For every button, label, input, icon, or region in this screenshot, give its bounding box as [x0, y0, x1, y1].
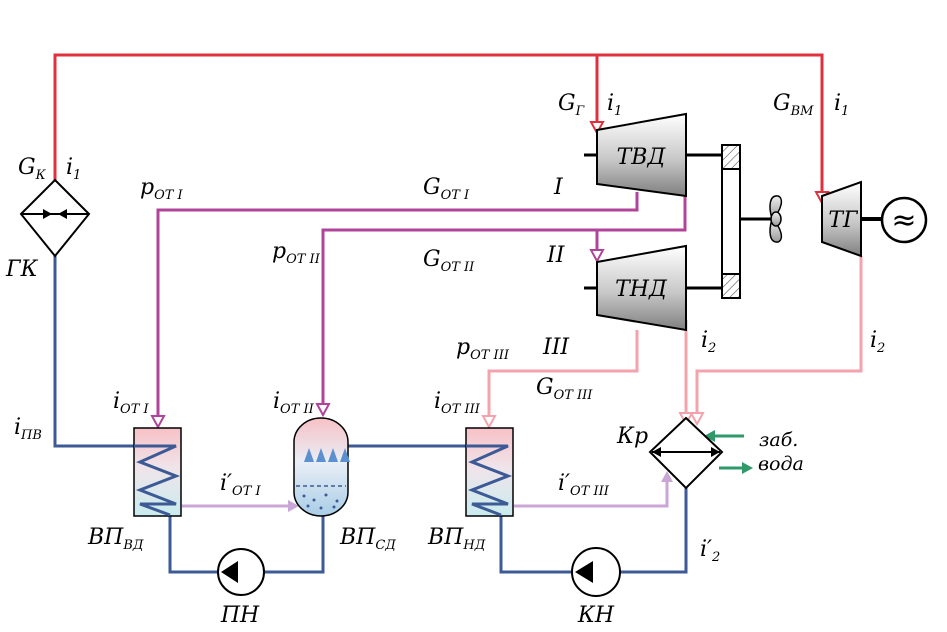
drain-lines: [182, 480, 669, 508]
lp-turbine: [596, 244, 687, 332]
label-hp-enthalpy: i1: [607, 91, 622, 119]
label-gk-enthalpy: i1: [66, 155, 81, 183]
turbogenerator-turbine: [821, 180, 862, 258]
label-vp-nd: ВПНД: [427, 525, 486, 553]
generator-icon: [880, 196, 928, 244]
main-steam-line: [53, 53, 824, 214]
label-vp-sd: ВПСД: [339, 525, 396, 553]
label-kr: Кр: [616, 424, 648, 449]
feed-pump: [217, 548, 265, 596]
condenser-kr: [648, 416, 724, 490]
label-pn: ПН: [220, 603, 260, 628]
label-p-ot1: pОТ I: [140, 175, 184, 203]
label-p-ot2: pОТ II: [272, 239, 321, 267]
label-vp-vd: ВПВД: [87, 525, 144, 553]
label-gk-flow: GК: [18, 155, 47, 183]
extraction-arrow-lp-icon: [589, 249, 605, 264]
label-i-ot2: iОТ II: [273, 389, 315, 417]
extraction-lines: [156, 192, 687, 416]
label-i-ot3: iОТ III: [434, 389, 481, 417]
label-i-pv: iПВ: [14, 415, 42, 443]
label-tnd: ТНД: [615, 277, 668, 302]
condensate-pump: [571, 547, 621, 597]
label-i2-prime: i′2: [700, 537, 720, 565]
label-water-intake: заб.: [759, 429, 798, 451]
propeller-icon: [769, 195, 783, 243]
label-roman-3: III: [542, 335, 570, 360]
label-kn: КН: [577, 603, 615, 628]
label-tvd: ТВД: [617, 145, 667, 170]
label-roman-1: I: [553, 175, 564, 200]
label-i-drain-1: i′ОТ I: [220, 471, 261, 499]
deaerator: [293, 417, 350, 517]
label-vm-flow: GВМ: [773, 91, 814, 119]
label-i-drain-3: i′ОТ III: [558, 471, 610, 499]
label-vm-enthalpy: i1: [834, 91, 849, 119]
flywheel-hatch-top: [721, 144, 741, 170]
extraction-arrow-2-icon: [315, 403, 331, 418]
label-g-ot3: GОТ III: [536, 375, 593, 403]
label-p-ot3: pОТ III: [456, 335, 510, 363]
drain-arrow-1-icon: [288, 500, 299, 512]
label-gk: ГК: [5, 257, 39, 282]
label-g-ot1: GОТ I: [423, 175, 470, 203]
steam-arrow-hp-icon: [589, 121, 605, 136]
extraction-arrow-1-icon: [150, 415, 166, 430]
label-hp-flow: GГ: [558, 91, 585, 119]
exhaust-arrow-tg-icon: [689, 412, 705, 427]
main-condenser: [19, 178, 91, 258]
feedwater-lines: [53, 256, 688, 574]
label-g-ot2: GОТ II: [423, 247, 475, 275]
hp-heater: [133, 427, 182, 517]
extraction-arrow-3-icon: [481, 415, 497, 430]
hp-turbine: [596, 112, 687, 198]
exhaust-lines: [487, 256, 863, 416]
label-tg: ТГ: [828, 208, 859, 233]
drain-arrow-3-icon: [661, 471, 673, 482]
label-i-ot1: iОТ I: [113, 389, 150, 417]
generator-symbol: ≈: [891, 203, 916, 238]
label-roman-2: II: [546, 243, 566, 268]
label-water: вода: [758, 453, 804, 475]
lp-heater: [465, 427, 514, 517]
flywheel-hatch-bottom: [721, 273, 741, 299]
label-i2-lp: i2: [701, 328, 716, 356]
turbine-shaft: [584, 153, 772, 290]
label-i2-tg: i2: [870, 328, 885, 356]
cooling-water-lines: [704, 430, 753, 474]
